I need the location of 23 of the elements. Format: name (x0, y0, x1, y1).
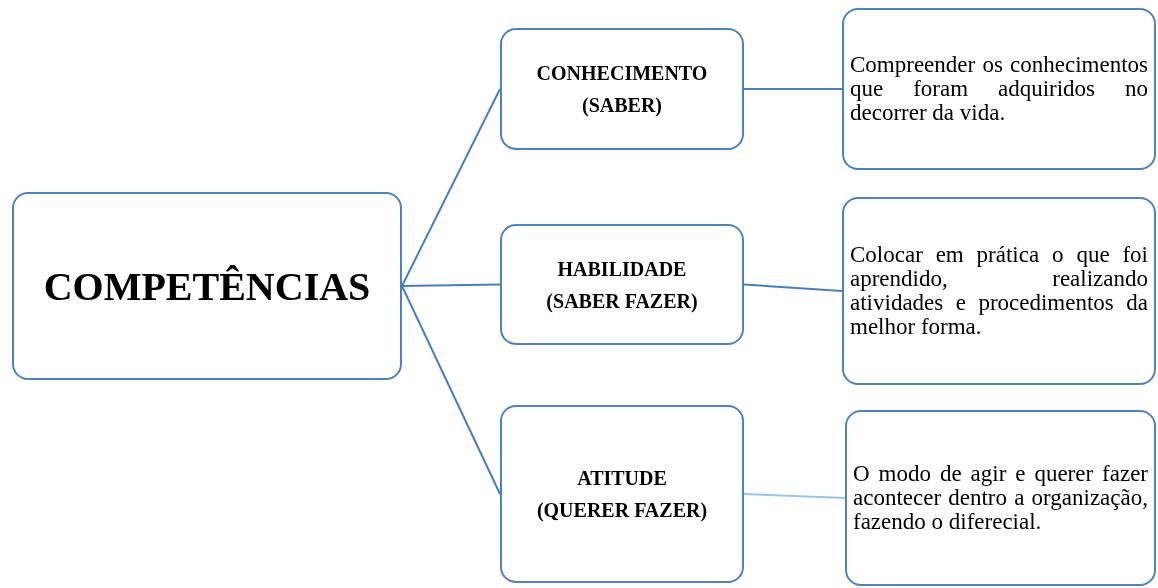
description-text: Compreender os conhecimentos que foram adquiridos no decorrer da vida. (850, 53, 1148, 125)
description-text: Colocar em prática o que foi aprendido, realizando atividades e procedimentos da melhor forma. (850, 243, 1148, 339)
connector-line (743, 493, 846, 499)
description-box (845, 410, 1156, 586)
category-label: ATITUDE (577, 466, 667, 491)
main-concept-box (12, 192, 402, 380)
category-label: (SABER FAZER) (546, 288, 698, 314)
description-box (842, 8, 1156, 170)
connector-line (401, 283, 501, 287)
category-label: (QUERER FAZER) (536, 498, 708, 524)
category-box (500, 224, 744, 345)
category-label: (SABER) (582, 93, 662, 119)
category-label: HABILIDADE (557, 256, 687, 282)
category-box (500, 405, 744, 583)
connector-line (743, 283, 843, 292)
connector-line (401, 285, 501, 495)
category-label: CONHECIMENTO (536, 61, 708, 86)
description-box (842, 197, 1156, 385)
category-box (500, 28, 744, 150)
connector-line (401, 88, 501, 287)
connector-line (743, 88, 843, 90)
main-title: COMPETÊNCIAS (43, 262, 371, 310)
description-text: O modo de agir e querer fazer acontecer dentro a organização, fazendo o diferecial. (853, 462, 1148, 534)
